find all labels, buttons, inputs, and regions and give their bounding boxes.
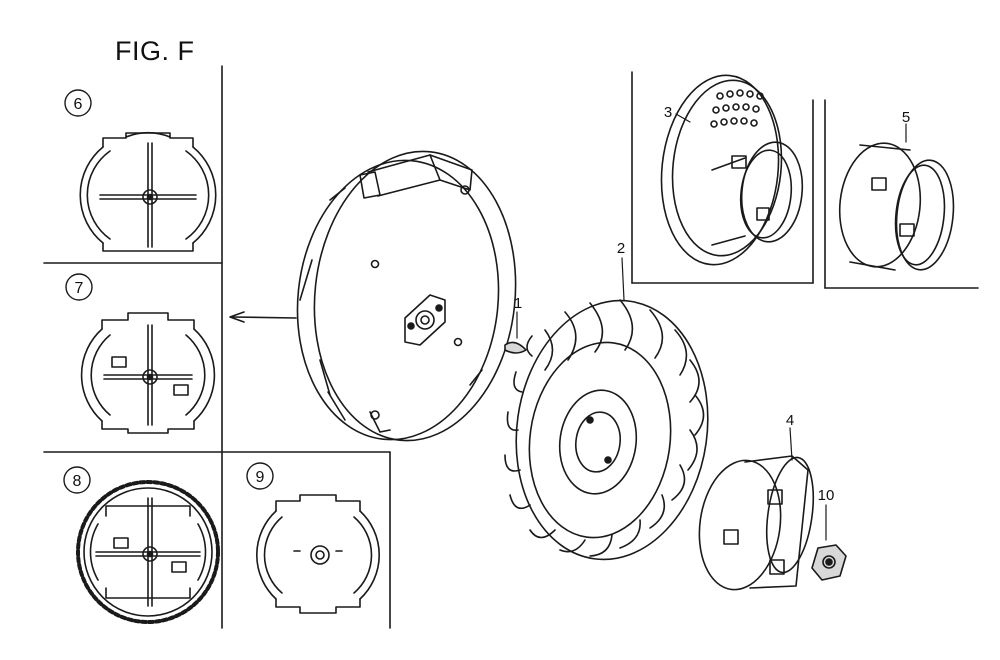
- svg-text:6: 6: [74, 96, 83, 113]
- callout-8: 8: [63, 466, 91, 494]
- svg-text:7: 7: [75, 280, 84, 297]
- flywheel-cover: [296, 150, 517, 442]
- svg-text:8: 8: [73, 473, 82, 490]
- variant-8-ring-gear: [76, 480, 220, 624]
- part-1-key: [504, 311, 527, 354]
- label-part-2: 2: [617, 240, 625, 257]
- variant-9-hub: [255, 494, 381, 614]
- part-2-flywheel-fan: [504, 257, 709, 561]
- callout-6: 6: [64, 89, 92, 117]
- direction-arrow: [229, 311, 297, 323]
- part-3-cooling-cup: [631, 71, 814, 284]
- callout-9: 9: [246, 462, 274, 490]
- label-part-10: 10: [818, 487, 835, 504]
- variant-panel-grid: [43, 65, 391, 629]
- variant-7-hub: [80, 312, 216, 434]
- figure-title: FIG. F: [115, 36, 195, 66]
- part-10-nut: [811, 504, 847, 581]
- part-5-sleeve: [824, 99, 979, 289]
- part-4-ratchet-cup: [698, 427, 815, 591]
- label-part-1: 1: [514, 295, 522, 312]
- label-part-3: 3: [664, 104, 672, 121]
- callout-7: 7: [65, 273, 93, 301]
- label-part-5: 5: [902, 109, 910, 126]
- svg-text:9: 9: [256, 469, 265, 486]
- label-part-4: 4: [786, 412, 794, 429]
- variant-6-hub: [79, 131, 217, 252]
